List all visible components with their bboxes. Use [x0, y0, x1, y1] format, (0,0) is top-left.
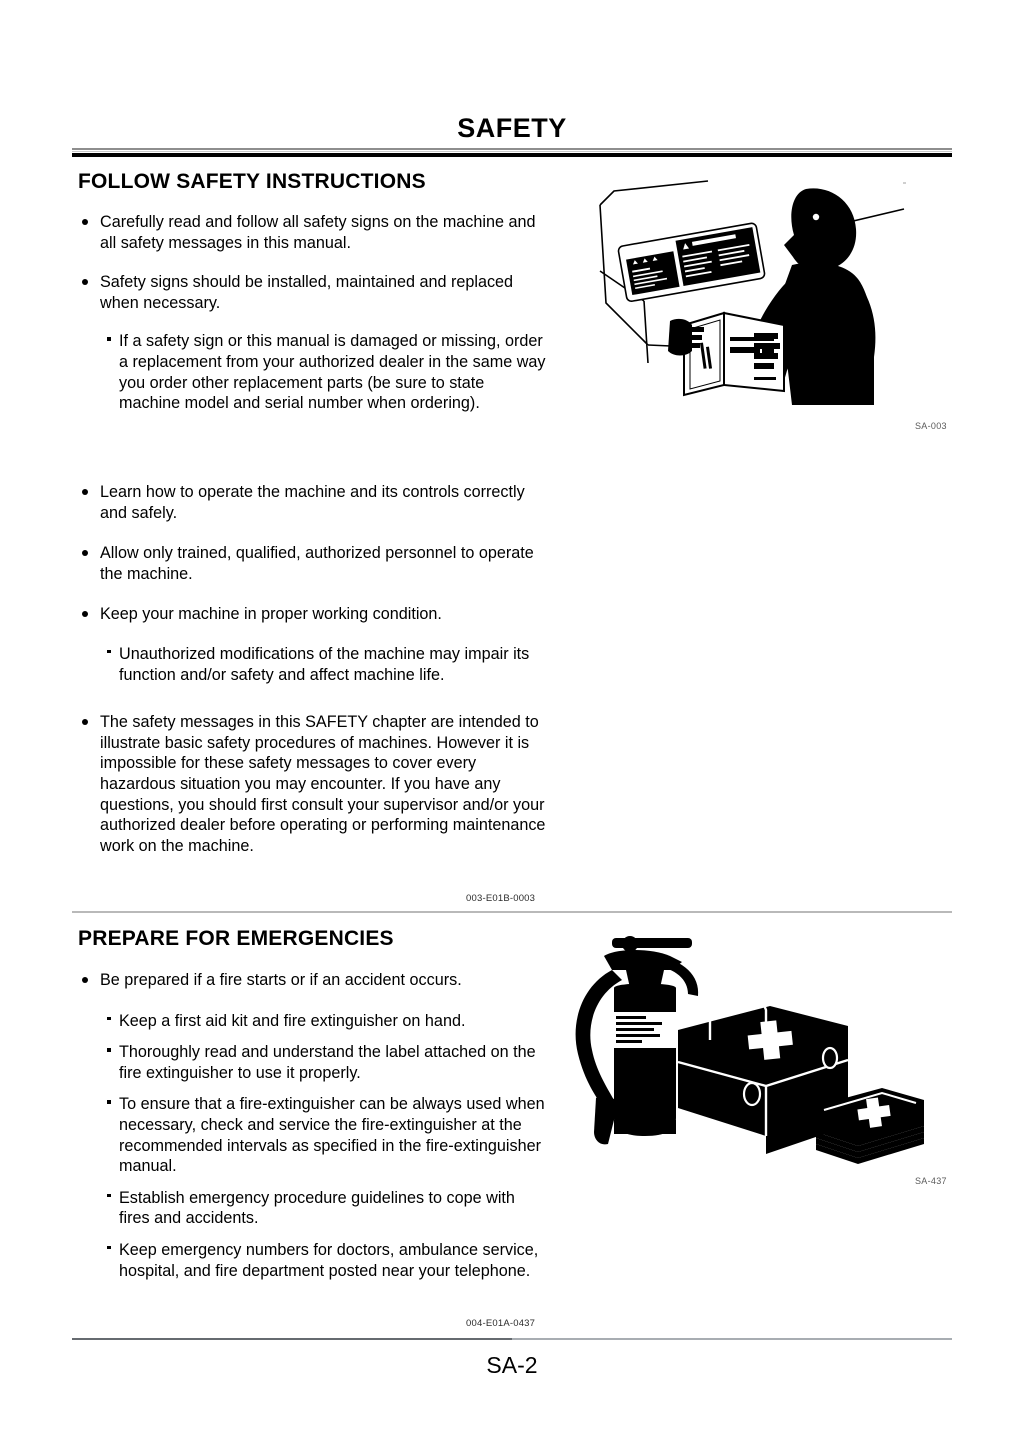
section-heading-prepare-for-emergencies: PREPARE FOR EMERGENCIES [78, 927, 394, 950]
header-rule-thin-line [72, 148, 952, 150]
page-number: SA-2 [486, 1352, 538, 1378]
section-divider [72, 911, 952, 913]
scan-artifact [903, 182, 906, 184]
header-rule-hairline [72, 151, 952, 152]
list-item: Unauthorized modifications of the machin… [106, 644, 548, 685]
list-item: To ensure that a fire-extinguisher can b… [106, 1094, 548, 1176]
bullet-item: Be prepared if a fire starts or if an ac… [78, 970, 548, 991]
bullet-item: Learn how to operate the machine and its… [78, 482, 548, 523]
section-heading-follow-safety-instructions: FOLLOW SAFETY INSTRUCTIONS [78, 170, 426, 193]
header-rule-thick-line [72, 153, 952, 157]
bullet-item: Allow only trained, qualified, authorize… [78, 543, 548, 584]
bullet-item: The safety messages in this SAFETY chapt… [78, 712, 548, 856]
list-item: Keep a first aid kit and fire extinguish… [106, 1011, 548, 1032]
reference-code: 003-E01B-0003 [466, 893, 536, 904]
reference-code: 004-E01A-0437 [466, 1318, 536, 1329]
section-2-text-group: Be prepared if a fire starts or if an ac… [78, 970, 548, 1281]
figure-emergency-equipment [552, 930, 982, 1180]
footer-rule [72, 1338, 952, 1340]
bullet-item: Carefully read and follow all safety sig… [78, 212, 548, 253]
figure-id-sa-437: SA-437 [915, 1176, 947, 1186]
footer-rule-right-segment [512, 1338, 952, 1340]
header-rule [72, 148, 952, 157]
list-item: Thoroughly read and understand the label… [106, 1042, 548, 1083]
list-item: If a safety sign or this manual is damag… [106, 331, 548, 413]
figure-id-sa-003: SA-003 [915, 421, 947, 431]
list-item: Establish emergency procedure guidelines… [106, 1188, 548, 1229]
bullet-item: Safety signs should be installed, mainta… [78, 272, 548, 313]
bullet-item: Keep your machine in proper working cond… [78, 604, 548, 625]
section-1-text-group-a: Carefully read and follow all safety sig… [78, 212, 548, 414]
list-item: Keep emergency numbers for doctors, ambu… [106, 1240, 548, 1281]
page-title: SAFETY [457, 113, 567, 143]
section-1-text-group-b: Learn how to operate the machine and its… [78, 482, 548, 856]
figure-operator-reading-manual [578, 175, 978, 425]
